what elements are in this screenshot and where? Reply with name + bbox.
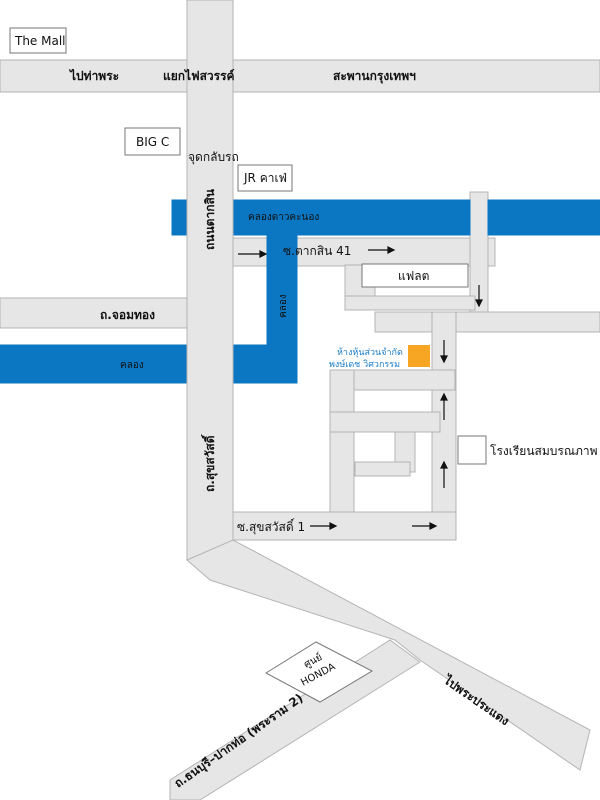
inner-road-2 — [329, 411, 441, 433]
the-mall-label: The Mall — [14, 34, 66, 48]
thanon-taksin-road — [186, 0, 234, 561]
khlong-bend — [233, 344, 298, 384]
khlong-dao-khanong — [233, 199, 471, 236]
thanon-suksawat-label: ถ.สุขสวัสดิ์ — [201, 434, 218, 492]
to-tha-phra-label: ไปท่าพระ — [68, 68, 119, 83]
jomthong-road — [0, 297, 188, 329]
jr-cafe-label: JR คาเฟ่ — [243, 171, 287, 185]
yaek-fai-sawan-label: แยกไฟสวรรค์ — [163, 68, 235, 83]
flat-label: แฟลต — [398, 269, 429, 283]
tha-jomthong-label: ถ.จอมทอง — [100, 308, 155, 322]
company-name-line-1: ห้างหุ้นส่วนจำกัด — [337, 347, 403, 358]
the-mall-box — [9, 27, 67, 54]
saphan-krungthep-label: สะพานกรุงเทพฯ — [333, 69, 416, 84]
soi-suksawat-1-label: ซ.สุขสวัสดิ์ 1 — [237, 518, 305, 535]
khlong-dao-khanong-east — [487, 199, 600, 236]
soi-taksin-41-label: ซ.ตากสิน 41 — [283, 244, 351, 258]
big-c-label: BIG C — [136, 135, 169, 149]
khlong-vertical — [266, 234, 298, 346]
phra-pradaeng-road — [186, 539, 591, 771]
khlong-left — [0, 344, 187, 384]
destination-marker — [408, 345, 430, 367]
company-name-line-2: พงษ์เดช วิศวกรรม — [329, 358, 400, 370]
jr-cafe-box — [237, 164, 293, 192]
khlong-vertical-label: คลอง — [278, 294, 289, 318]
direction-arrows — [238, 246, 483, 530]
bus-stop-label: จุดกลับรถ — [188, 150, 239, 165]
company-top-road — [374, 311, 600, 333]
big-c-box — [124, 127, 181, 156]
khlong-dao-khanong-label: คลองดาวคะนอง — [248, 212, 319, 223]
top-road — [0, 59, 600, 93]
flat-box — [361, 263, 469, 288]
canal-left-stub — [171, 199, 187, 236]
khlong-left-label: คลอง — [120, 360, 144, 371]
inner-road-4 — [354, 461, 411, 477]
school-label: โรงเรียนสมบรณภาพ — [490, 444, 598, 458]
honda-box — [265, 641, 374, 703]
school-box — [457, 435, 487, 465]
flat-lower-road — [344, 295, 476, 311]
thanon-taksin-label: ถนนตากสิน — [203, 188, 217, 250]
